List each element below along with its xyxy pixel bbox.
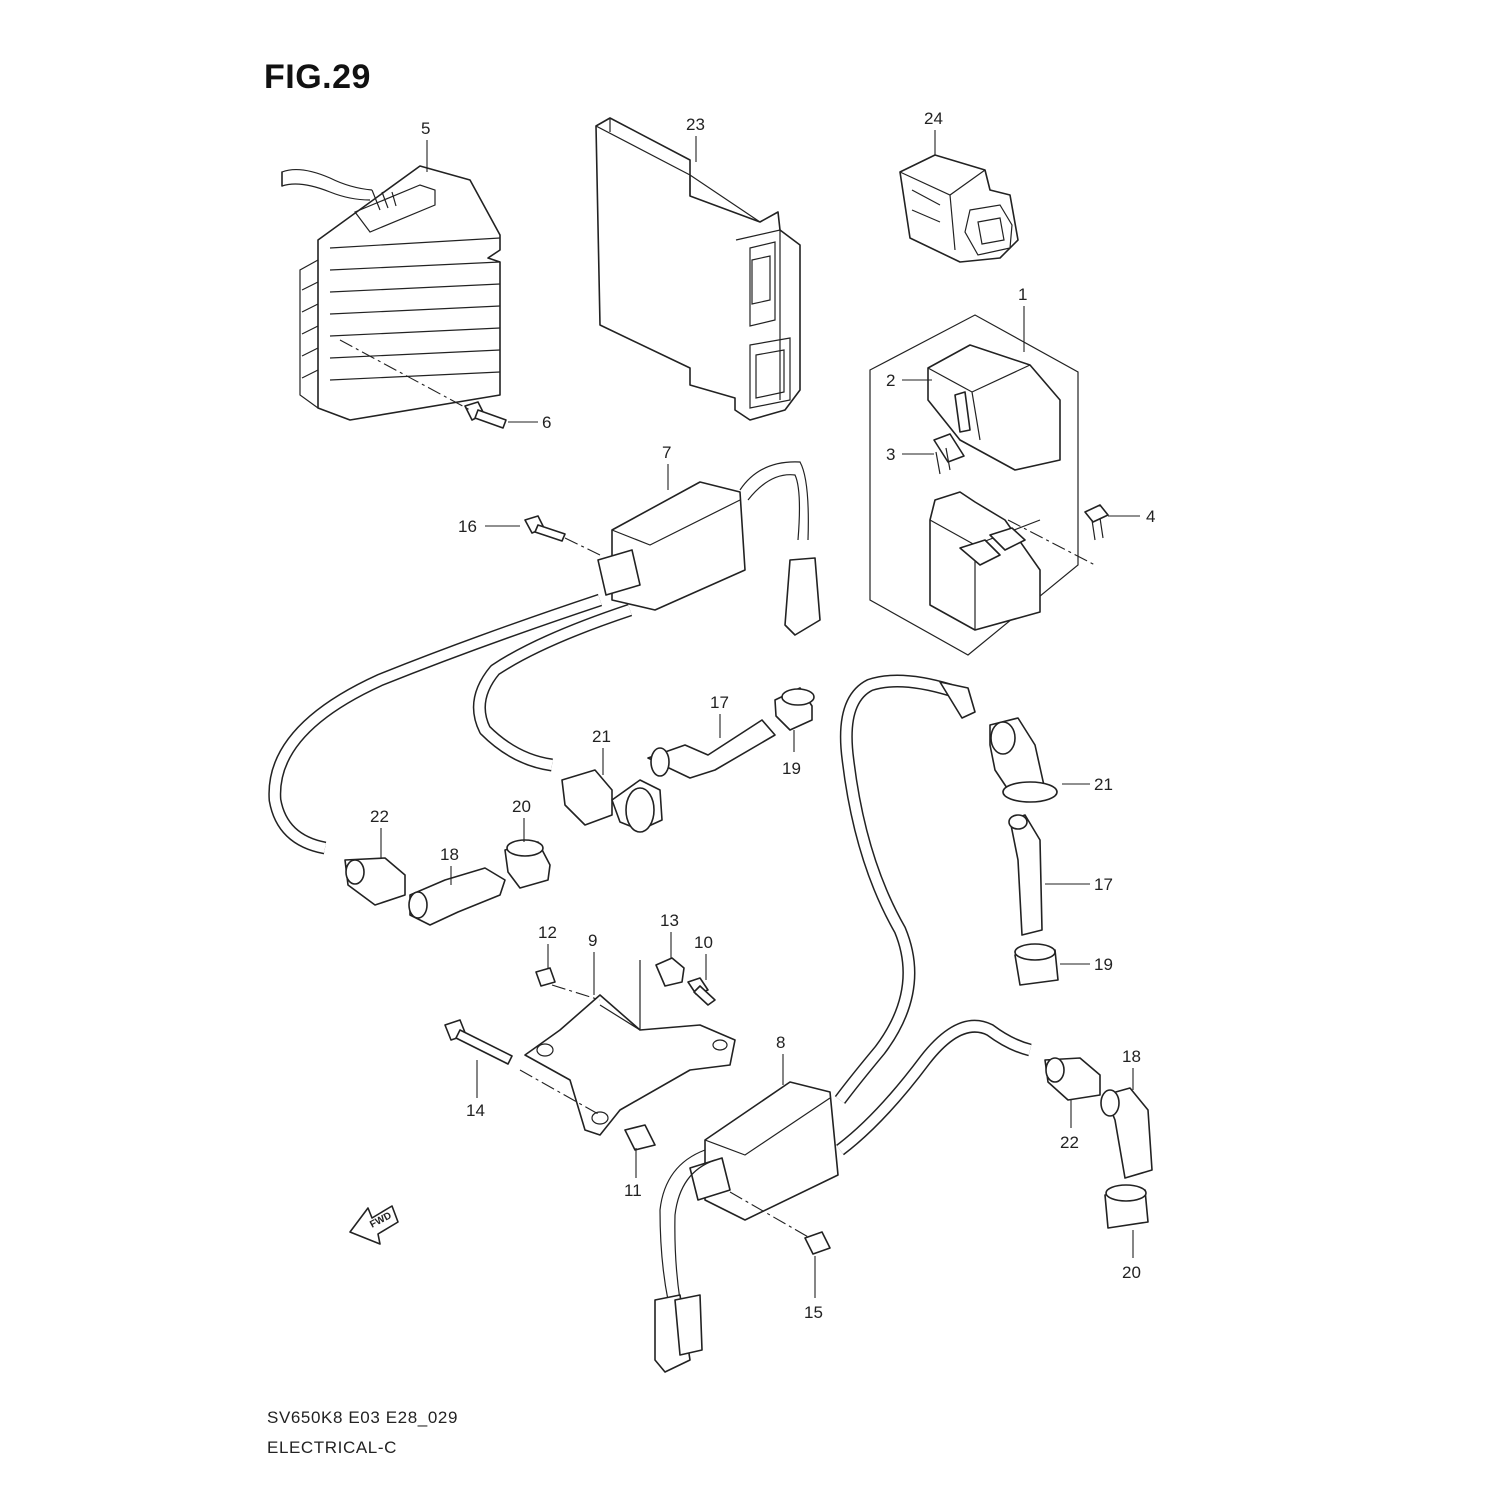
callout-15: 15: [804, 1303, 823, 1322]
plug-cap-21-right[interactable]: [989, 717, 1058, 803]
fuse-3[interactable]: [933, 433, 965, 475]
plug-boot-17-left[interactable]: [647, 719, 776, 779]
callout-20-right: 20: [1122, 1263, 1141, 1282]
callout-9: 9: [588, 931, 597, 950]
callout-10: 10: [694, 933, 713, 952]
callout-7: 7: [662, 443, 671, 462]
spacer-11[interactable]: [624, 1124, 656, 1151]
seal-19-right[interactable]: [1014, 943, 1059, 986]
relay-24[interactable]: [899, 154, 1019, 263]
callout-1: 1: [1018, 285, 1027, 304]
bolt-10[interactable]: [687, 977, 716, 1006]
callout-14: 14: [466, 1101, 485, 1120]
plug-cap-22-right[interactable]: [1044, 1057, 1101, 1101]
figure-title: FIG.29: [264, 58, 371, 96]
callout-18-right: 18: [1122, 1047, 1141, 1066]
plug-boot-18-left[interactable]: [408, 867, 506, 926]
callout-11: 11: [624, 1181, 642, 1200]
ecm-unit[interactable]: [595, 117, 801, 421]
collar-13[interactable]: [655, 957, 685, 987]
coil-bracket-9[interactable]: [524, 960, 736, 1136]
callout-23: 23: [686, 115, 705, 134]
fwd-arrow-icon: FWD: [349, 1205, 399, 1245]
callout-8: 8: [776, 1033, 785, 1052]
callout-13: 13: [660, 911, 679, 930]
plug-boot-17-right[interactable]: [1008, 814, 1043, 936]
seal-20-right[interactable]: [1104, 1184, 1149, 1229]
callout-21-left: 21: [592, 727, 611, 746]
callout-21-right: 21: [1094, 775, 1113, 794]
callout-22-left: 22: [370, 807, 389, 826]
plug-cap-22-left[interactable]: [344, 857, 406, 906]
callout-16: 16: [458, 517, 477, 536]
callout-22-right: 22: [1060, 1133, 1079, 1152]
ignition-coil-7[interactable]: [268, 461, 821, 855]
callout-20-left: 20: [512, 797, 531, 816]
callout-19-right: 19: [1094, 955, 1113, 974]
callout-5: 5: [421, 119, 430, 138]
regulator-rectifier[interactable]: [281, 165, 501, 421]
seal-19-left[interactable]: [774, 687, 815, 731]
plug-boot-18-right[interactable]: [1100, 1087, 1153, 1179]
callout-24: 24: [924, 109, 943, 128]
callout-19-left: 19: [782, 759, 801, 778]
bolt-6[interactable]: [464, 401, 507, 429]
callout-6: 6: [542, 413, 551, 432]
starter-relay-assembly[interactable]: [869, 314, 1079, 656]
callout-12: 12: [538, 923, 557, 942]
lead-cable-right: [834, 674, 952, 1104]
callout-18-left: 18: [440, 845, 459, 864]
callout-17-right: 17: [1094, 875, 1113, 894]
plug-cap-21-left[interactable]: [561, 769, 663, 833]
bolt-14[interactable]: [444, 1019, 513, 1065]
seal-20-left[interactable]: [504, 839, 551, 889]
ignition-coil-8[interactable]: [654, 1019, 1032, 1373]
bolt-4[interactable]: [1084, 504, 1109, 541]
bolt-12[interactable]: [535, 967, 556, 987]
callout-3: 3: [886, 445, 895, 464]
footer-section: ELECTRICAL-C: [267, 1438, 398, 1457]
footer-code: SV650K8 E03 E28_029: [267, 1408, 458, 1427]
callout-4: 4: [1146, 507, 1155, 526]
callout-2: 2: [886, 371, 895, 390]
bolt-16[interactable]: [524, 515, 566, 542]
callout-17-left: 17: [710, 693, 729, 712]
nut-15[interactable]: [804, 1231, 831, 1255]
